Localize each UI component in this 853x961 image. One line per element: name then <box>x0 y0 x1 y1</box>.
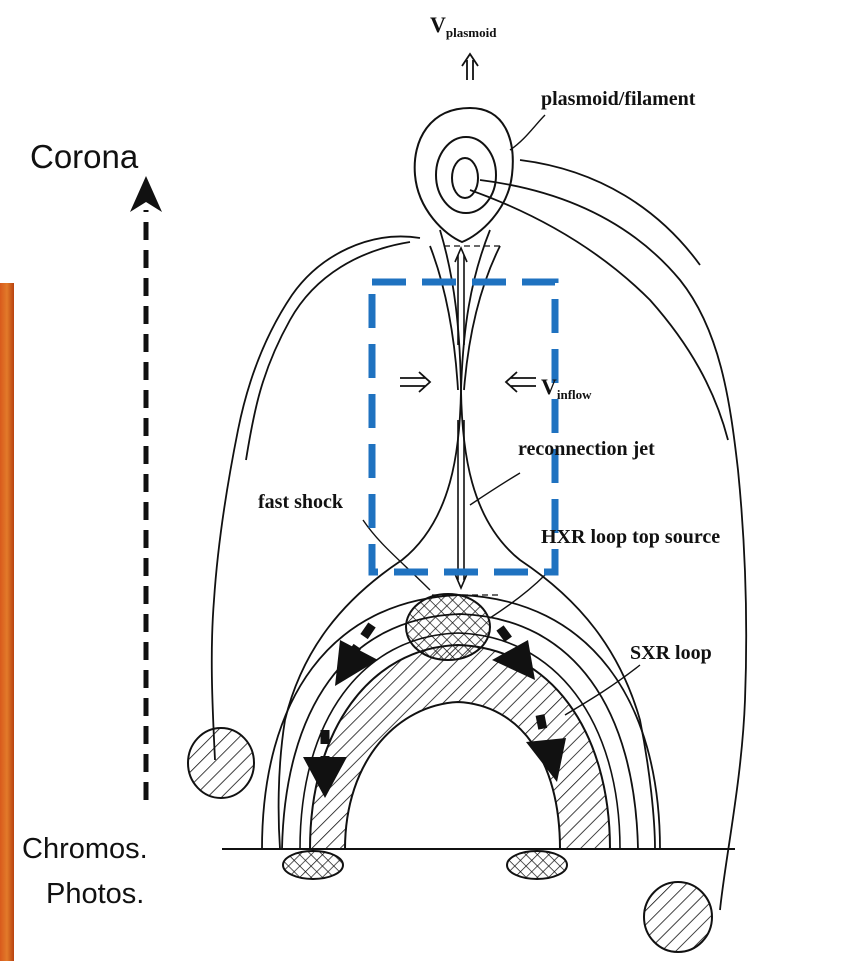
v-inflow-label: Vinflow <box>541 374 592 402</box>
right-blob <box>644 882 712 952</box>
solar-image-strip <box>0 283 14 961</box>
plasmoid <box>415 108 513 242</box>
sxr-loop <box>310 645 610 849</box>
right-footpoint <box>507 851 567 879</box>
hxr-loop-top-source <box>406 594 490 660</box>
reconnection-jets <box>455 248 467 588</box>
sxr-loop-label: SXR loop <box>630 642 712 664</box>
plasmoid-velocity-arrow <box>462 54 478 80</box>
reconnection-jet-label: reconnection jet <box>518 438 655 460</box>
left-footpoint <box>283 851 343 879</box>
left-blob <box>188 728 254 798</box>
inflow-arrows <box>400 372 536 392</box>
hxr-source-label: HXR loop top source <box>541 526 720 548</box>
v-plasmoid-label: Vplasmoid <box>430 12 497 40</box>
fast-shock-label: fast shock <box>258 491 344 513</box>
plasmoid-filament-label: plasmoid/filament <box>541 88 696 110</box>
chromosphere-label: Chromos. <box>22 833 148 865</box>
corona-label: Corona <box>30 138 139 175</box>
height-axis-arrow <box>130 176 162 800</box>
photosphere-label: Photos. <box>46 878 144 910</box>
